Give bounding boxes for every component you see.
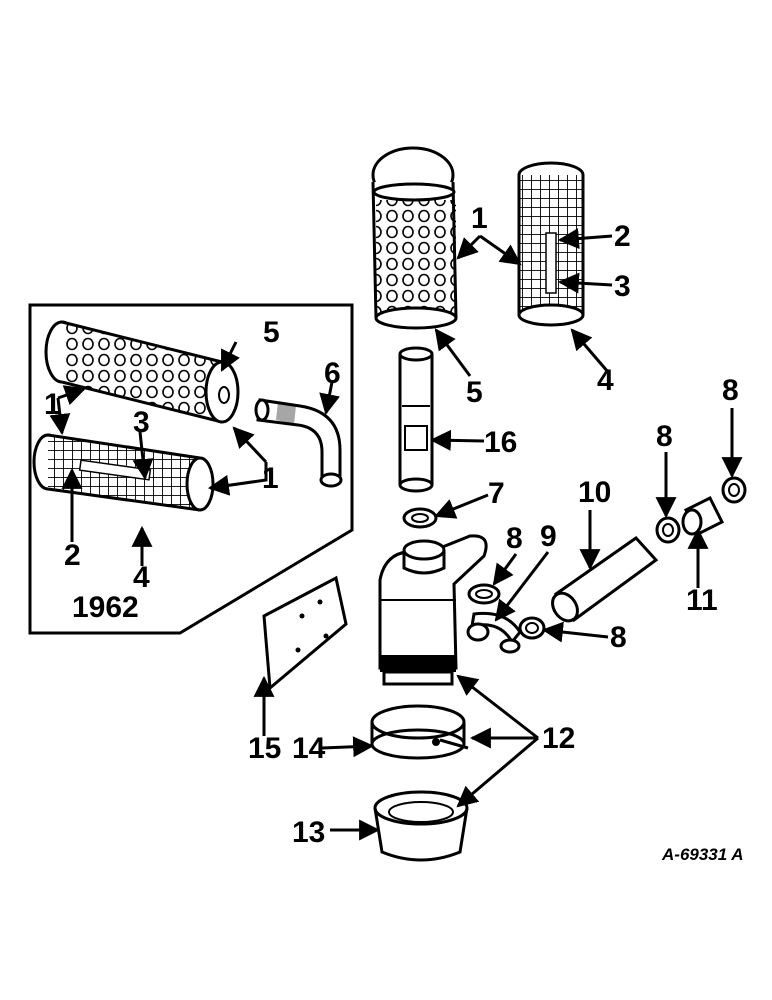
callout-4: 4 (133, 561, 150, 594)
inset-inner-filter (32, 433, 215, 512)
mounting-plate (262, 575, 348, 692)
inset-1962-panel: 5 6 1 3 1 2 4 1962 (28, 303, 354, 635)
callout-3: 3 (614, 270, 631, 303)
elbow-hose (466, 611, 522, 654)
outer-filter-element (371, 146, 458, 330)
callout-1: 1 (471, 202, 488, 235)
callout-11: 11 (686, 584, 718, 617)
callout-15: 15 (248, 732, 281, 765)
hose-clamp (655, 516, 681, 544)
callout-7: 7 (488, 477, 505, 510)
air-cleaner-body (378, 534, 488, 686)
inner-filter-element (517, 161, 585, 327)
callout-9: 9 (540, 520, 557, 553)
inset-elbow-hose (254, 398, 343, 488)
oil-cup (373, 790, 469, 862)
hose-clamp (467, 583, 501, 605)
callout-6: 6 (324, 357, 341, 390)
callout-2: 2 (614, 220, 631, 253)
callout-14: 14 (292, 732, 326, 765)
intake-pipe (551, 536, 659, 623)
callout-4: 4 (597, 364, 614, 397)
inset-outer-filter (44, 320, 240, 424)
hose-clamp (402, 507, 438, 529)
clamp-band (370, 704, 469, 760)
figure-code: A-69331 A (661, 845, 744, 864)
year-label: 1962 (72, 591, 139, 624)
hose-clamp (518, 616, 546, 640)
callout-8: 8 (656, 420, 673, 453)
inset-frame (28, 303, 354, 635)
callout-12: 12 (542, 722, 575, 755)
pre-cleaner-tube (398, 346, 434, 493)
callout-8: 8 (506, 522, 523, 555)
callout-8: 8 (722, 374, 739, 407)
callout-10: 10 (578, 476, 611, 509)
callout-13: 13 (292, 816, 325, 849)
callout-1: 1 (44, 388, 61, 421)
callout-2: 2 (64, 539, 81, 572)
callout-1: 1 (262, 462, 279, 495)
hose-sleeve (681, 495, 725, 537)
callout-3: 3 (133, 406, 150, 439)
callout-5: 5 (263, 316, 280, 349)
callout-5: 5 (466, 376, 483, 409)
callout-16: 16 (484, 426, 517, 459)
callout-8: 8 (610, 621, 627, 654)
hose-clamp (721, 476, 747, 504)
